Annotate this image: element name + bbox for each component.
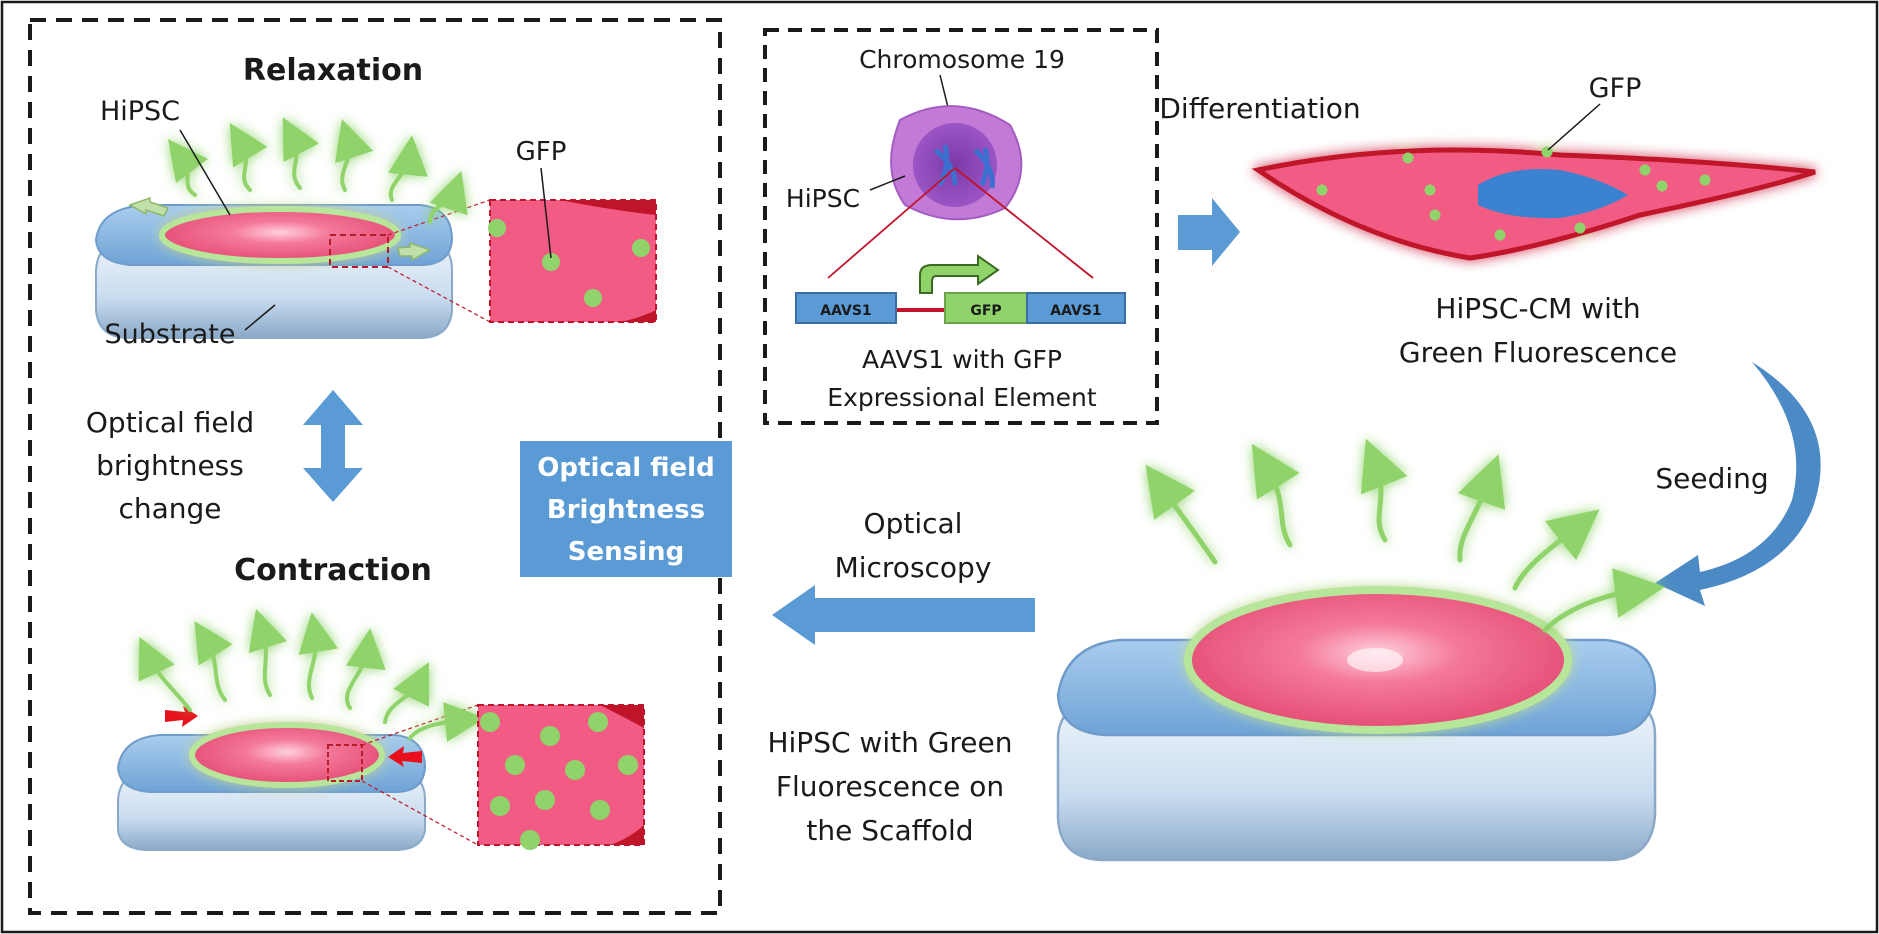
promoter-arrow-icon [919,254,1000,294]
relax-right-arrow-icon [397,241,432,262]
segment-aavs1-right: AAVS1 [1050,303,1101,319]
segment-gfp: GFP [970,303,1001,319]
microscopy-line-2: Microscopy [835,551,992,584]
microscopy-line-1: Optical [864,507,963,540]
hipsc-label-relax: HiPSC [100,96,180,127]
relaxation-emission-arrows [168,117,468,224]
relaxation-cell [159,206,401,264]
contraction-zoom-inset [477,704,645,850]
gfp-construct-bar [795,254,1126,324]
sensing-line-1: Optical field [537,453,714,483]
relaxation-title: Relaxation [243,53,423,88]
gfp-label-cm: GFP [1589,73,1642,104]
contraction-cell [189,722,385,788]
differentiation-label: Differentiation [1159,92,1360,125]
sensing-line-3: Sensing [568,537,684,567]
substrate-label: Substrate [105,319,236,350]
brightness-change-line-1: Optical field [86,406,254,439]
contraction-title: Contraction [234,553,432,588]
cm-caption-line-1: HiPSC-CM with [1435,292,1640,325]
hipsc-cell-with-chromosome [890,105,1023,221]
relax-left-arrow-icon [128,196,170,217]
scaffold-cell [1184,586,1572,734]
relaxation-zoom-box [329,234,389,268]
scaffold-caption-line-2: Fluorescence on [776,770,1004,803]
cm-caption-line-2: Green Fluorescence [1399,336,1677,369]
contract-left-arrow-icon [165,706,198,727]
microscopy-arrow-icon [772,585,1035,645]
brightness-double-arrow-icon [303,390,363,502]
contraction-zoom-box [327,744,363,782]
optical-field-sensing-box [520,441,732,577]
differentiation-arrow-icon [1178,198,1240,266]
construct-caption-line-1: AAVS1 with GFP [862,345,1062,374]
brightness-change-line-2: brightness [96,449,244,482]
brightness-change-line-3: change [118,492,221,525]
scaffold-caption-line-1: HiPSC with Green [767,726,1012,759]
cardiomyocyte-cell [1251,146,1816,261]
sensing-line-2: Brightness [547,495,705,525]
contraction-emission-arrows [138,608,485,742]
seeding-label: Seeding [1655,462,1768,495]
seeding-arrow-icon [1655,362,1821,606]
left-panel-frame [28,18,722,915]
construct-panel-frame [763,28,1159,425]
scaffold-emission-arrows [1145,438,1665,633]
hipsc-label-construct: HiPSC [786,184,860,213]
gfp-label-relax: GFP [516,137,567,167]
scaffold-caption-line-3: the Scaffold [806,814,973,847]
chromosome-label: Chromosome 19 [859,45,1065,74]
construct-caption-line-2: Expressional Element [827,383,1097,412]
relaxation-zoom-inset [488,199,657,323]
segment-aavs1-left: AAVS1 [820,303,871,319]
contract-right-arrow-icon [388,746,422,767]
